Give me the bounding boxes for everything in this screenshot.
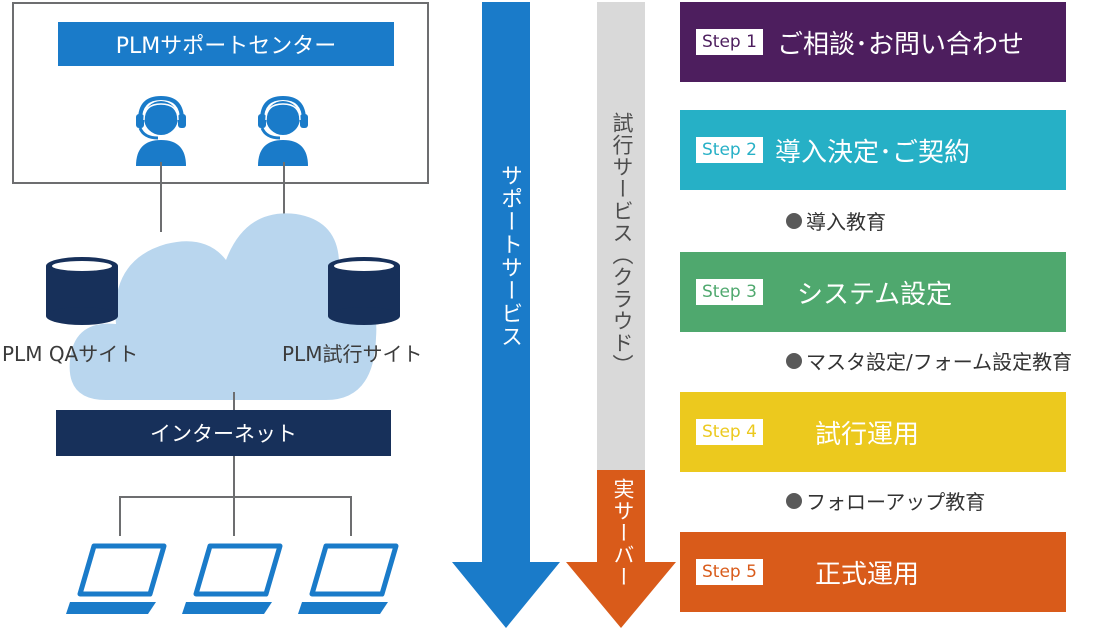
trial-service-label: 試行サービス（クラウド） <box>610 112 634 376</box>
step-badge: Step 2 <box>696 137 763 163</box>
education-item: フォローアップ教育 <box>786 486 985 515</box>
step-title: システム設定 <box>796 279 953 310</box>
step-badge: Step 3 <box>696 279 763 305</box>
step-title: ご相談･お問い合わせ <box>776 29 1024 60</box>
database-icon <box>328 257 400 325</box>
step-title: 正式運用 <box>814 559 919 590</box>
connector-line <box>160 162 162 232</box>
step-badge: Step 4 <box>696 419 763 445</box>
connector-line <box>119 496 352 498</box>
step-2: Step 2 導入決定･ご契約 <box>680 110 1066 190</box>
internet-bar: インターネット <box>56 410 391 456</box>
step-badge: Step 5 <box>696 559 763 585</box>
support-center-frame <box>12 2 429 184</box>
cloud-icon <box>69 213 377 400</box>
education-label: 導入教育 <box>806 210 886 234</box>
connector-line <box>283 162 285 232</box>
bullet-icon <box>786 212 802 229</box>
education-label: フォローアップ教育 <box>806 490 986 514</box>
connector-line <box>233 496 235 536</box>
operator-headset-icon <box>136 95 186 166</box>
laptop-icon <box>298 543 399 614</box>
education-label: マスタ設定/フォーム設定教育 <box>806 350 1073 374</box>
connector-line <box>233 456 235 498</box>
real-server-arrow <box>566 470 676 628</box>
support-service-arrow <box>452 2 560 628</box>
trial-site-label: PLM試行サイト <box>282 342 423 366</box>
step-title: 試行運用 <box>814 419 919 450</box>
step-title: 導入決定･ご契約 <box>774 137 970 168</box>
bullet-icon <box>786 492 802 509</box>
laptop-icon <box>66 543 167 614</box>
education-item: マスタ設定/フォーム設定教育 <box>786 346 1072 375</box>
support-service-label: サポートサービス <box>497 164 522 348</box>
step-1: Step 1 ご相談･お問い合わせ <box>680 2 1066 82</box>
education-item: 導入教育 <box>786 206 886 235</box>
trial-service-bar <box>597 2 645 470</box>
step-badge: Step 1 <box>696 29 763 55</box>
laptop-icon <box>182 543 283 614</box>
step-4: Step 4 試行運用 <box>680 392 1066 472</box>
step-3: Step 3 システム設定 <box>680 252 1066 332</box>
database-icon <box>46 257 118 325</box>
qa-site-label: PLM QAサイト <box>2 342 139 366</box>
connector-line <box>350 496 352 536</box>
real-server-label: 実サーバー <box>611 478 635 588</box>
bullet-icon <box>786 352 802 369</box>
operator-headset-icon <box>258 95 308 166</box>
step-5: Step 5 正式運用 <box>680 532 1066 612</box>
support-center-title: PLMサポートセンター <box>58 22 394 66</box>
connector-line <box>119 496 121 536</box>
connector-line <box>233 392 235 410</box>
